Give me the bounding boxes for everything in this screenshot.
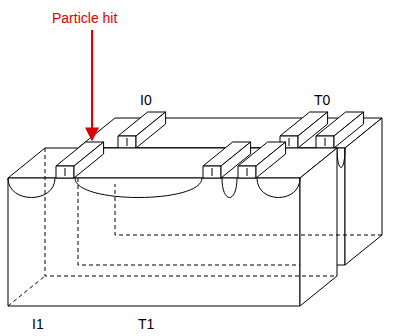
gate-front bbox=[316, 136, 334, 148]
diffusion-well bbox=[337, 148, 345, 168]
particle-arrow bbox=[91, 30, 93, 140]
transistor-label: T0 bbox=[314, 92, 330, 108]
gate-current-mark bbox=[247, 168, 248, 176]
gate-front bbox=[118, 136, 136, 148]
gate-side bbox=[334, 112, 364, 148]
gate-front bbox=[238, 166, 256, 178]
gate-current-mark bbox=[127, 138, 128, 146]
hidden-edge bbox=[8, 276, 45, 306]
substrate-front bbox=[8, 178, 300, 306]
hidden-edge bbox=[45, 148, 337, 276]
gate-current-mark bbox=[289, 138, 290, 146]
diffusion-well bbox=[257, 178, 300, 198]
front-device bbox=[8, 142, 337, 306]
hidden-edges bbox=[8, 148, 382, 306]
transistor-label: I1 bbox=[32, 316, 44, 332]
diffusion-well bbox=[8, 178, 55, 198]
gate-side bbox=[256, 142, 286, 178]
transistor-label: I0 bbox=[140, 92, 152, 108]
transistor-label: T1 bbox=[138, 316, 154, 332]
gate-front bbox=[203, 166, 221, 178]
gate-side bbox=[74, 142, 104, 178]
gate-side bbox=[136, 112, 166, 148]
hidden-edge bbox=[78, 178, 300, 265]
diffusion-well bbox=[75, 178, 202, 198]
diffusion-well bbox=[222, 178, 237, 198]
gate-current-mark bbox=[65, 168, 66, 176]
gate-current-mark bbox=[212, 168, 213, 176]
substrate-side bbox=[300, 148, 337, 306]
substrate-side bbox=[345, 118, 382, 265]
substrate-top bbox=[8, 148, 337, 178]
particle-label: Particle hit bbox=[52, 10, 117, 26]
gate-current-mark bbox=[325, 138, 326, 146]
gate-front bbox=[56, 166, 74, 178]
hidden-edge bbox=[115, 184, 382, 235]
